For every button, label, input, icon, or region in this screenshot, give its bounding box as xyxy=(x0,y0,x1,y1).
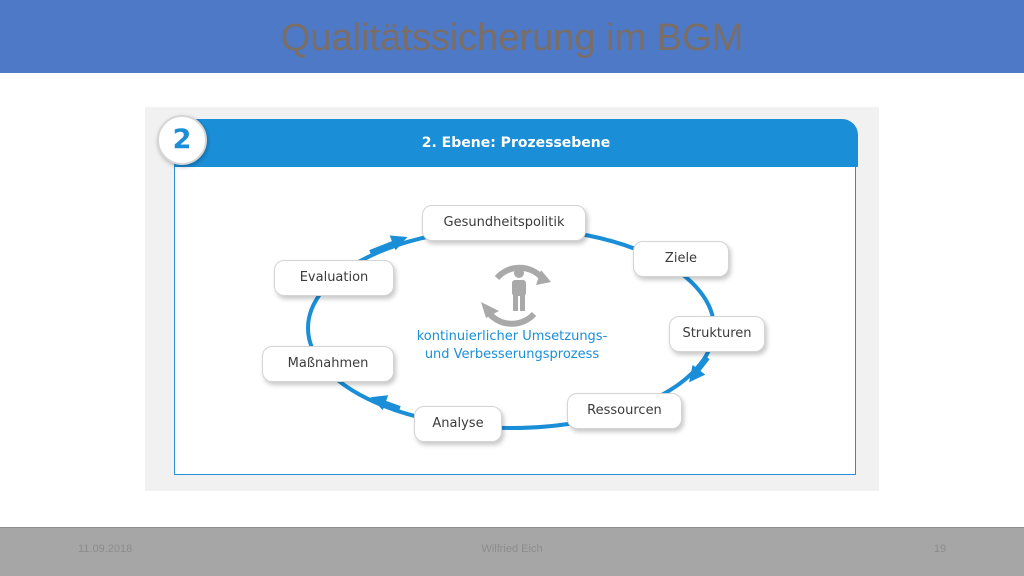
node-massnahmen: Maßnahmen xyxy=(262,346,394,382)
node-analyse: Analyse xyxy=(414,406,502,442)
center-caption-line-2: und Verbesserungsprozess xyxy=(424,347,600,362)
footer-date: 11.09.2018 xyxy=(78,543,133,555)
node-evaluation: Evaluation xyxy=(274,260,394,296)
level-number: 2 xyxy=(172,124,192,155)
level-banner xyxy=(174,119,858,167)
node-ressourcen: Ressourcen xyxy=(567,393,682,429)
footer-bar xyxy=(0,527,1024,576)
node-ziele: Ziele xyxy=(633,241,729,277)
title-bar xyxy=(0,0,1024,73)
person-cycle-icon xyxy=(481,264,551,327)
footer-author: Wilfried Eich xyxy=(481,543,543,555)
cycle-arrow-bottom-right xyxy=(689,356,710,383)
cycle-arrow-bottom-left xyxy=(370,395,401,411)
slide-title: Qualitätssicherung im BGM xyxy=(280,17,744,59)
center-caption: kontinuierlicher Umsetzungs- und Verbess… xyxy=(404,328,620,364)
footer-page-number: 19 xyxy=(933,543,947,555)
center-caption-line-1: kontinuierlicher Umsetzungs- xyxy=(416,329,608,344)
level-title: 2. Ebene: Prozessebene xyxy=(421,135,611,151)
node-strukturen: Strukturen xyxy=(669,316,765,352)
node-gesundheitspolitik: Gesundheitspolitik xyxy=(422,205,586,241)
cycle-arrow-top-left xyxy=(369,235,408,254)
level-badge xyxy=(157,115,207,165)
